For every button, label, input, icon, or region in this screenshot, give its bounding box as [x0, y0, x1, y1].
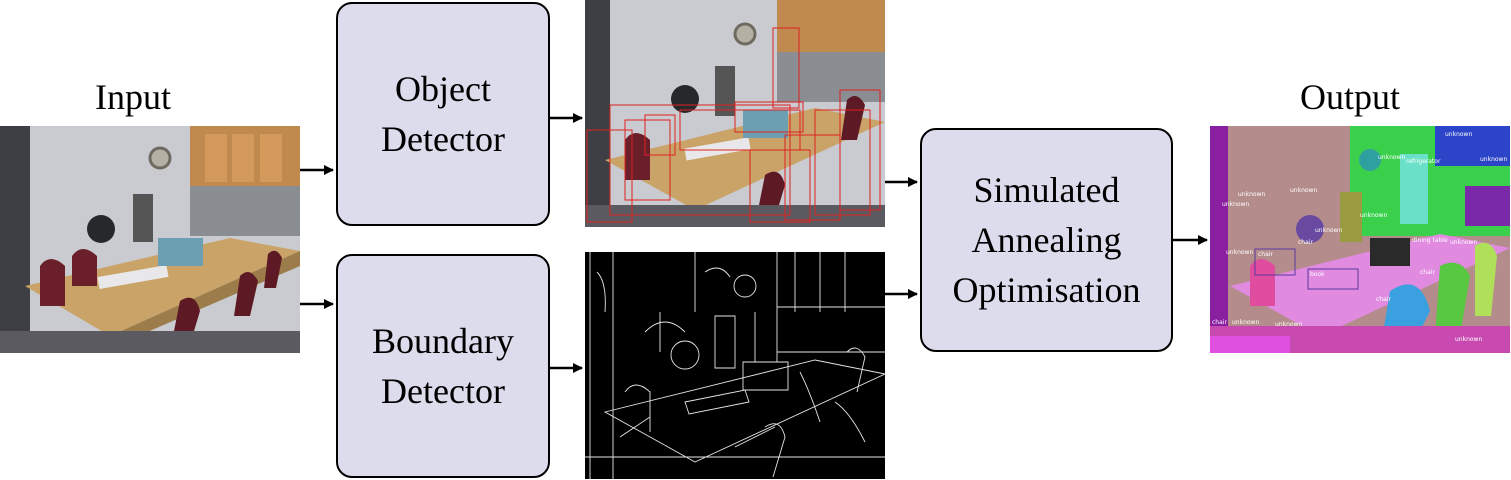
svg-text:unknown: unknown — [1480, 156, 1507, 163]
svg-text:unknown: unknown — [1290, 187, 1317, 194]
detection-boxes — [586, 27, 881, 223]
svg-text:chair: chair — [1376, 296, 1391, 303]
detection-image — [585, 0, 885, 227]
boundary-image — [585, 252, 885, 479]
boundary-detector-line-1: Boundary — [372, 321, 514, 361]
annealing-line-1: Simulated — [973, 170, 1120, 210]
svg-text:unknown: unknown — [1445, 131, 1472, 138]
svg-text:chair: chair — [1258, 251, 1273, 258]
boundary-detector-box: Boundary Detector — [336, 254, 550, 478]
svg-text:unknown: unknown — [1232, 319, 1259, 326]
boundary-detector-line-2: Detector — [381, 371, 505, 411]
annealing-box: Simulated Annealing Optimisation — [920, 128, 1173, 352]
object-detector-box: Object Detector — [336, 2, 550, 226]
output-label: Output — [1300, 77, 1401, 117]
output-image: unknown unknown refrigerator unknown unk… — [1210, 126, 1510, 353]
svg-text:unknown: unknown — [1226, 249, 1253, 256]
svg-text:book: book — [1310, 271, 1325, 278]
object-detector-line-1: Object — [395, 69, 491, 109]
svg-text:refrigerator: refrigerator — [1406, 158, 1441, 165]
edge-lines — [585, 252, 885, 479]
svg-text:dining table: dining table — [1412, 237, 1448, 244]
svg-text:unknown: unknown — [1275, 321, 1302, 328]
svg-text:unknown: unknown — [1455, 336, 1482, 343]
svg-text:chair: chair — [1298, 239, 1313, 246]
output-tags: unknown unknown refrigerator unknown unk… — [1212, 131, 1507, 343]
svg-text:unknown: unknown — [1450, 239, 1477, 246]
svg-text:unknown: unknown — [1238, 191, 1265, 198]
svg-text:chair: chair — [1420, 269, 1435, 276]
object-detector-line-2: Detector — [381, 119, 505, 159]
svg-text:unknown: unknown — [1315, 227, 1342, 234]
annealing-line-2: Annealing — [971, 220, 1122, 260]
input-image — [0, 126, 300, 353]
svg-text:unknown: unknown — [1378, 154, 1405, 161]
svg-text:unknown: unknown — [1360, 212, 1387, 219]
annealing-line-3: Optimisation — [952, 270, 1141, 310]
input-label: Input — [95, 77, 171, 117]
svg-text:chair: chair — [1212, 319, 1227, 326]
svg-text:unknown: unknown — [1222, 201, 1249, 208]
